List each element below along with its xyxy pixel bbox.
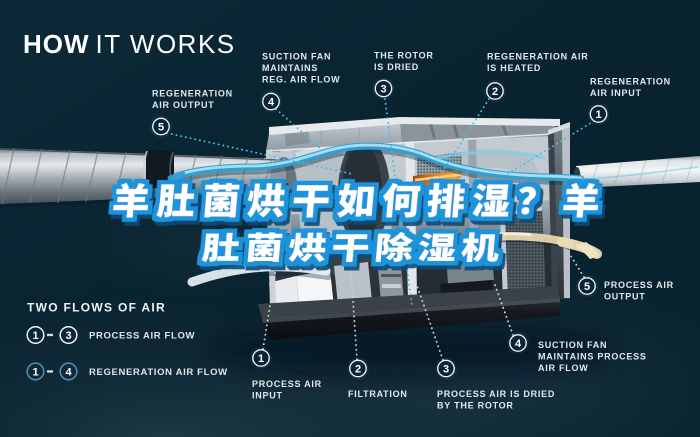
svg-text:1: 1 — [595, 109, 601, 121]
svg-text:1: 1 — [32, 330, 38, 342]
svg-text:4: 4 — [65, 367, 72, 379]
svg-text:2: 2 — [492, 86, 498, 98]
svg-text:3: 3 — [380, 84, 386, 96]
svg-text:5: 5 — [158, 122, 164, 134]
svg-text:4: 4 — [268, 97, 275, 109]
svg-text:PROCESS AIR FLOW: PROCESS AIR FLOW — [89, 331, 195, 342]
svg-text:FILTRATION: FILTRATION — [348, 389, 408, 399]
svg-text:3: 3 — [65, 330, 71, 342]
svg-text:5: 5 — [584, 281, 590, 293]
svg-text:4: 4 — [515, 338, 522, 350]
svg-text:3: 3 — [443, 364, 449, 376]
svg-text:2: 2 — [355, 364, 361, 376]
svg-text:TWO FLOWS OF AIR: TWO FLOWS OF AIR — [27, 301, 166, 315]
svg-text:1: 1 — [258, 353, 264, 365]
svg-text:REGENERATION AIR FLOW: REGENERATION AIR FLOW — [89, 367, 228, 378]
svg-text:1: 1 — [32, 367, 38, 379]
